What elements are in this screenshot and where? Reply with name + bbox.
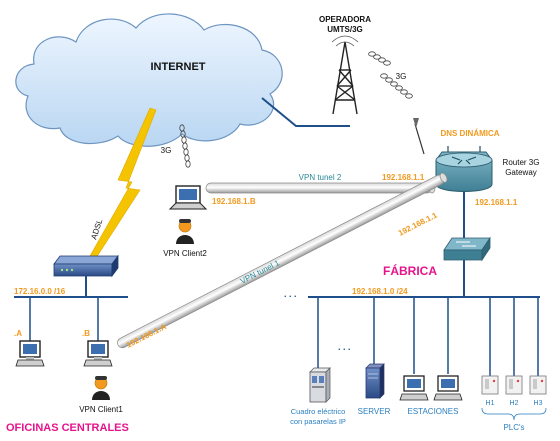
internet-cloud-icon	[15, 13, 283, 147]
central-net-label: 172.16.0.0 /16	[14, 287, 66, 296]
operator-label-line2: UMTS/3G	[327, 25, 363, 34]
g3-tower-label: 3G	[396, 72, 407, 81]
plc-h2-label: H2	[510, 400, 519, 407]
stations-label: ESTACIONES	[408, 407, 459, 416]
plc-group-bracket	[481, 407, 547, 421]
factory-net-label: 192.168.1.0 /24	[352, 287, 408, 296]
router-ip-right-label: 192.168.1.1	[475, 198, 518, 207]
server-label: SERVER	[358, 407, 391, 416]
vpn-tunnel-2-label: VPN tunel 2	[299, 173, 342, 182]
router-ip-left-label: 192.168.1.1	[382, 173, 425, 182]
network-switch-icon	[443, 236, 491, 262]
plc-icon	[529, 375, 547, 395]
desktop-pc-icon	[15, 340, 45, 367]
server-icon	[365, 363, 385, 399]
wireless-signal-icon	[179, 124, 191, 168]
cabinet-label-line1: Cuadro eléctrico	[291, 407, 346, 416]
client2-ip-label: 192.168.1.B	[212, 197, 256, 206]
internet-to-tower-link	[261, 97, 350, 127]
router-icon	[435, 146, 493, 192]
workstation-icon	[399, 375, 429, 401]
electrical-cabinet-icon	[309, 367, 331, 403]
vpn-tunnel-1	[117, 172, 448, 349]
modem-icon	[53, 254, 119, 278]
plc-icon	[481, 375, 499, 395]
router-label-line1: Router 3G	[503, 158, 540, 167]
cabinet-label-line2: con pasarelas IP	[290, 417, 346, 426]
tunnel1-router-ip-label: 192.168.1.1	[397, 210, 439, 237]
user-icon	[92, 376, 110, 400]
pc-b-label: .B	[82, 329, 90, 338]
antenna-tip-icon	[413, 118, 419, 128]
plc-icon	[505, 375, 523, 395]
operator-label-line1: OPERADORA	[319, 15, 371, 24]
oficinas-label: OFICINAS CENTRALES	[6, 422, 129, 434]
plc-h3-label: H3	[534, 400, 543, 407]
bus-dots-label: . . .	[284, 289, 297, 299]
plc-h1-label: H1	[486, 400, 495, 407]
pc-a-label: .A	[14, 329, 22, 338]
dns-label: DNS DINÁMICA	[440, 129, 499, 138]
vpn-tunnel-1-label: VPN tunel 1	[239, 258, 282, 286]
fabrica-label: FÁBRICA	[383, 263, 437, 278]
workstation-icon	[433, 375, 463, 401]
vpn-client2-label: VPN Client2	[163, 249, 207, 258]
router-antenna-icon	[414, 123, 425, 155]
laptop-icon	[168, 185, 208, 210]
vpn-client1-label: VPN Client1	[79, 405, 123, 414]
plcs-label: PLC's	[503, 423, 524, 432]
user-icon	[176, 219, 194, 244]
devices-dots-label: . . .	[338, 342, 351, 352]
wireless-signal-icon	[368, 51, 413, 99]
router-label-line2: Gateway	[505, 168, 537, 177]
internet-label: INTERNET	[151, 61, 206, 73]
g3-client-label: 3G	[161, 146, 172, 155]
desktop-pc-icon	[83, 340, 113, 367]
radio-tower-icon	[331, 35, 359, 115]
vpn-tunnel-2	[205, 182, 436, 194]
